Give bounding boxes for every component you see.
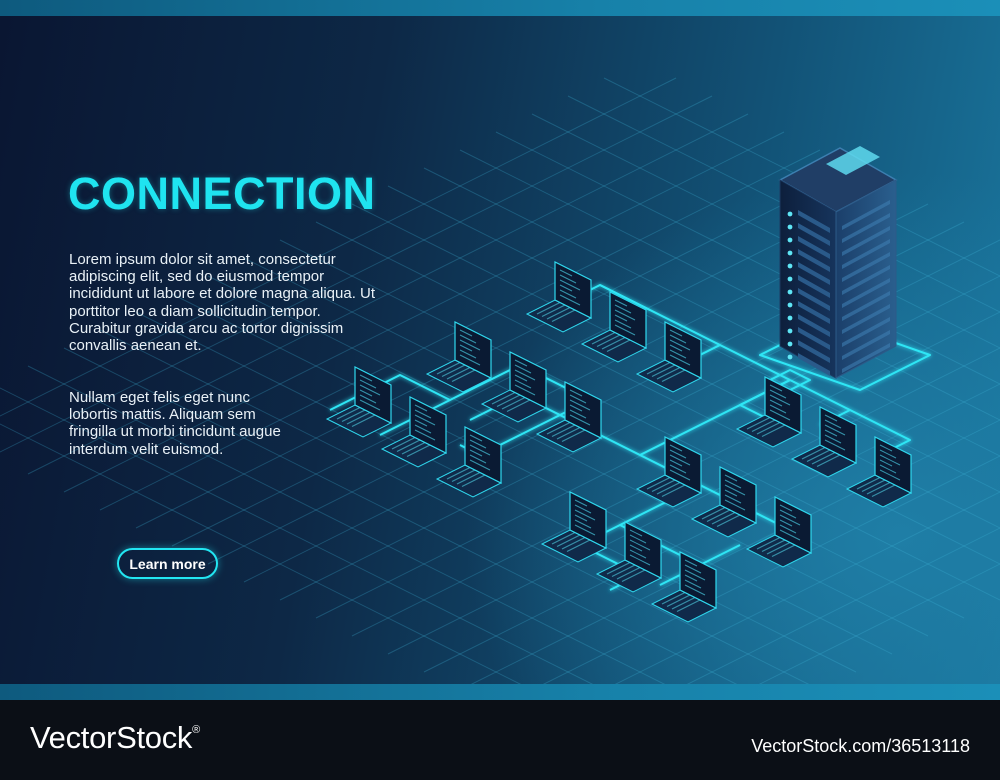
top-accent-strip [0,0,1000,16]
network-illustration [0,77,1000,684]
learn-more-button[interactable]: Learn more [117,548,218,579]
laptops [325,261,913,623]
laptop-icon [525,261,593,333]
laptop-icon [690,466,758,538]
laptop-icon [380,396,448,468]
laptop-icon [325,366,393,438]
laptop-icon [425,321,493,393]
laptop-icon [535,381,603,453]
stock-id: VectorStock.com/36513118 [751,736,970,756]
brand-name: VectorStock [30,720,193,755]
laptop-icon [480,351,548,423]
page-title: CONNECTION [68,168,376,219]
laptop-icon [650,551,718,623]
intro-paragraph: Lorem ipsum dolor sit amet, consectetur … [69,251,376,355]
brand-logo: VectorStock® [30,720,200,756]
laptop-icon [735,376,803,448]
laptop-icon [435,426,503,498]
laptop-icon [790,406,858,478]
laptop-icon [635,436,703,508]
laptop-icon [580,291,648,363]
laptop-icon [595,521,663,593]
footer: VectorStock® VectorStock.com/36513118 [0,700,1000,780]
registered-mark: ® [192,724,200,736]
laptop-icon [745,496,813,568]
laptop-icon [845,436,913,508]
laptop-icon [635,321,703,393]
secondary-paragraph: Nullam eget felis eget nunc lobortis mat… [69,389,281,458]
server-rack-icon [778,146,898,379]
hero-banner: CONNECTION Lorem ipsum dolor sit amet, c… [0,16,1000,684]
bottom-accent-strip [0,684,1000,700]
laptop-icon [540,491,608,563]
